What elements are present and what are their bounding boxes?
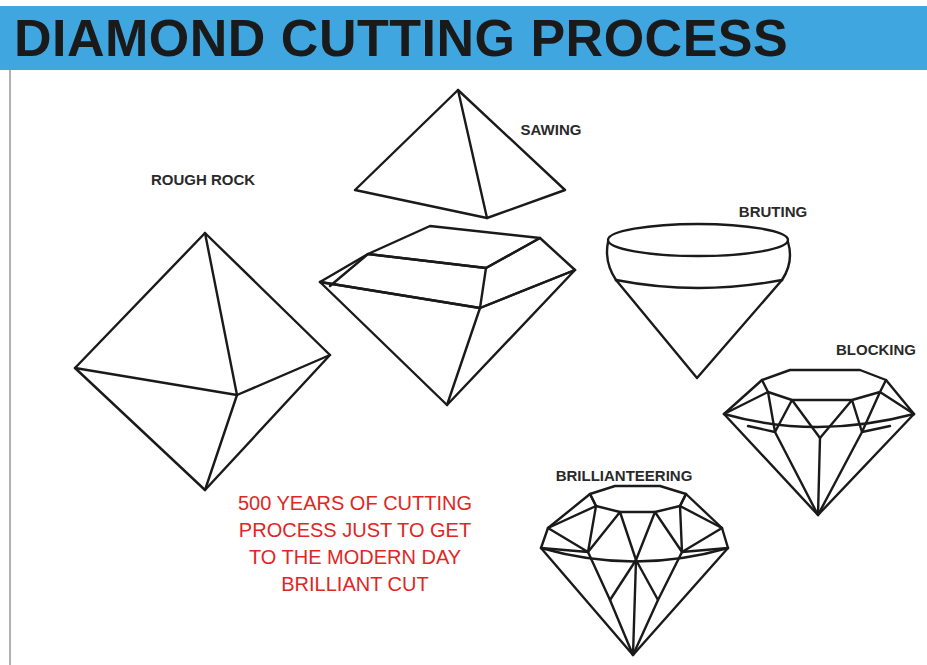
step-label: BLOCKING (831, 340, 921, 360)
frame-line (9, 70, 11, 665)
rough-rock-shape (75, 233, 330, 490)
step-label: ROUGH ROCK (148, 170, 258, 190)
step-label: BRUTING (713, 202, 833, 222)
sawn-bottom-shape (320, 226, 575, 405)
diagram-title: DIAMOND CUTTING PROCESS (14, 8, 788, 68)
sawn-top-shape (355, 90, 565, 218)
brilliant-shape (541, 486, 728, 655)
bruted-shape (607, 224, 790, 378)
step-label: SAWING (491, 120, 611, 140)
note-text: 500 YEARS OF CUTTING PROCESS JUST TO GET… (235, 490, 475, 598)
blocked-shape (724, 370, 914, 515)
step-label: BRILLIANTEERING (529, 466, 719, 486)
